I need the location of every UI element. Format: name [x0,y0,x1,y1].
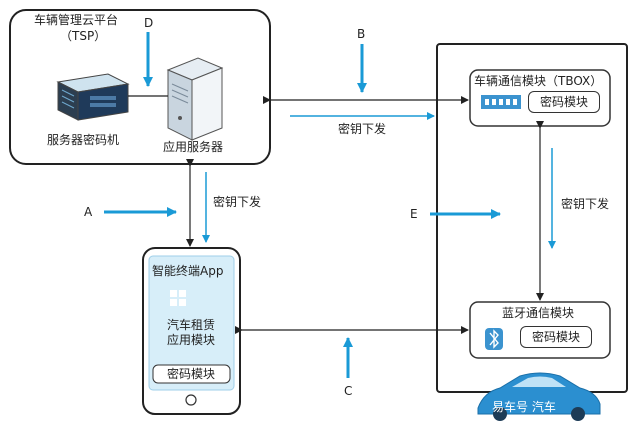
bluetooth-icon [485,328,503,350]
label-d: D [144,16,154,30]
server-icon [166,57,224,141]
phone-home-button [185,394,197,406]
bt-label: 蓝牙通信模块 [502,306,575,320]
label-b: B [357,27,366,41]
phone-crypto-box [152,364,231,384]
tbox-crypto-module: 密码模块 [528,91,600,113]
hsm-device-icon [56,73,130,121]
tsp-subtitle: （TSP） [60,29,107,43]
app-grid-icon [170,290,186,306]
bt-crypto-module: 密码模块 [520,326,592,348]
server-label: 应用服务器 [163,140,224,154]
rental-line2: 应用模块 [166,333,216,347]
rental-line1: 汽车租赁 [166,318,216,332]
watermark: 易车号 汽车 [492,400,556,414]
label-a: A [84,205,93,219]
key-dist-right-label: 密钥下发 [561,197,610,211]
tsp-title: 车辆管理云平台 [34,13,119,27]
key-dist-top-label: 密钥下发 [338,122,387,136]
phone-crypto-label: 密码模块 [166,367,216,381]
key-dist-left-label: 密钥下发 [213,195,262,209]
label-c: C [344,384,353,398]
phone-app-title: 智能终端App [152,264,224,278]
car-icon [477,372,601,421]
phone-screen [148,255,235,391]
hsm-label: 服务器密码机 [47,133,120,147]
tbox-label: 车辆通信模块（TBOX） [474,74,603,88]
label-e: E [410,207,418,221]
tbox-chip-icon [481,95,521,109]
